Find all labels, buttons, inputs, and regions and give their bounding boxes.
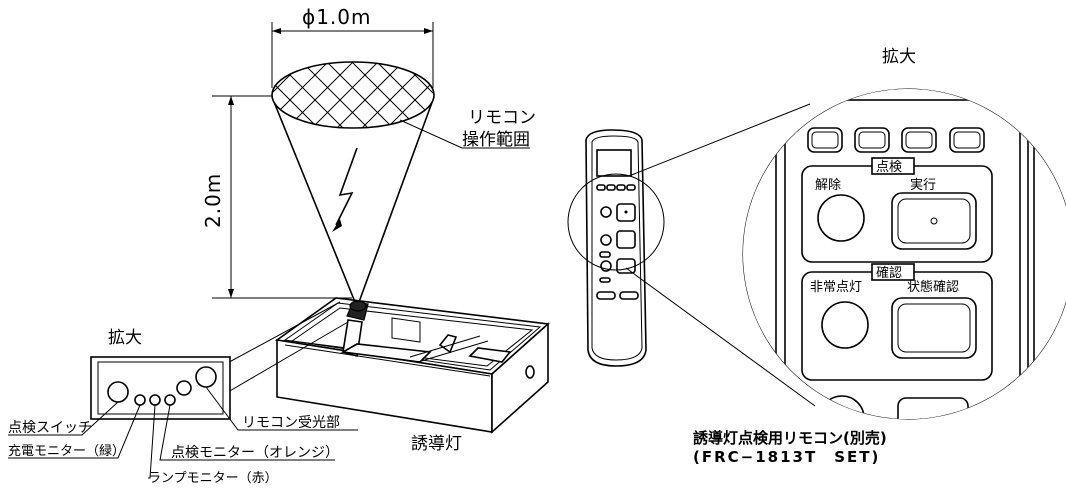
remote-range-callout: リモコン 操作範囲 [399, 108, 536, 150]
remote-range-label-1: リモコン [468, 108, 536, 128]
check-group-label: 点検 [876, 160, 902, 175]
remote-title-label: 誘導灯点検用リモコン(別売) [693, 429, 887, 447]
status-check-button[interactable] [891, 297, 977, 359]
height-dimension: 2.0m [201, 95, 352, 299]
signal-lightning-icon [335, 147, 358, 226]
remote-model-label: (FRC−1813T SET) [693, 448, 880, 466]
magnify-line-top [628, 103, 811, 177]
check-switch-label: 点検スイッチ [8, 420, 92, 436]
left-enlarge-panel: 拡大 点検スイッチ 充電モニター（緑） ランプモニター（赤） 点検モニター（オレ… [8, 301, 358, 486]
remote-controller [567, 129, 665, 367]
check-monitor-led [164, 394, 176, 406]
guide-light-label: 誘導灯 [411, 434, 462, 454]
remote-receiver-window [195, 366, 217, 388]
execute-label: 実行 [910, 177, 936, 193]
remote-enlarged-view: 拡大 点検 解除 実行 [693, 47, 1066, 466]
emergency-light-label: 非常点灯 [810, 280, 862, 295]
height-label: 2.0m [201, 173, 225, 228]
confirm-group-label: 確認 [876, 265, 902, 281]
remote-receiver-label: リモコン受光部 [242, 415, 340, 431]
emergency-light-button[interactable] [821, 301, 869, 349]
diameter-dimension: ϕ1.0m [271, 5, 434, 88]
charge-monitor-led [134, 394, 146, 406]
magnify-line-bottom [625, 267, 816, 407]
status-check-label: 状態確認 [907, 279, 959, 295]
execute-button[interactable] [891, 192, 977, 250]
signal-cone [271, 61, 435, 303]
charge-monitor-label: 充電モニター（緑） [8, 443, 125, 459]
diameter-label: ϕ1.0m [302, 5, 371, 29]
check-switch-button [107, 381, 129, 403]
lamp-monitor-led [149, 394, 161, 406]
enlarge-right-label: 拡大 [882, 47, 916, 67]
guide-light-fixture: 誘導灯 [274, 297, 550, 454]
enlarge-left-label: 拡大 [108, 328, 142, 348]
lamp-monitor-label: ランプモニター（赤） [148, 471, 278, 486]
release-button[interactable] [817, 194, 865, 242]
receiver-small-circle [176, 380, 192, 396]
release-label: 解除 [815, 178, 841, 193]
check-monitor-label: 点検モニター（オレンジ） [171, 445, 339, 461]
cone-crosshatch [272, 62, 434, 128]
remote-range-label-2: 操作範囲 [462, 130, 530, 150]
